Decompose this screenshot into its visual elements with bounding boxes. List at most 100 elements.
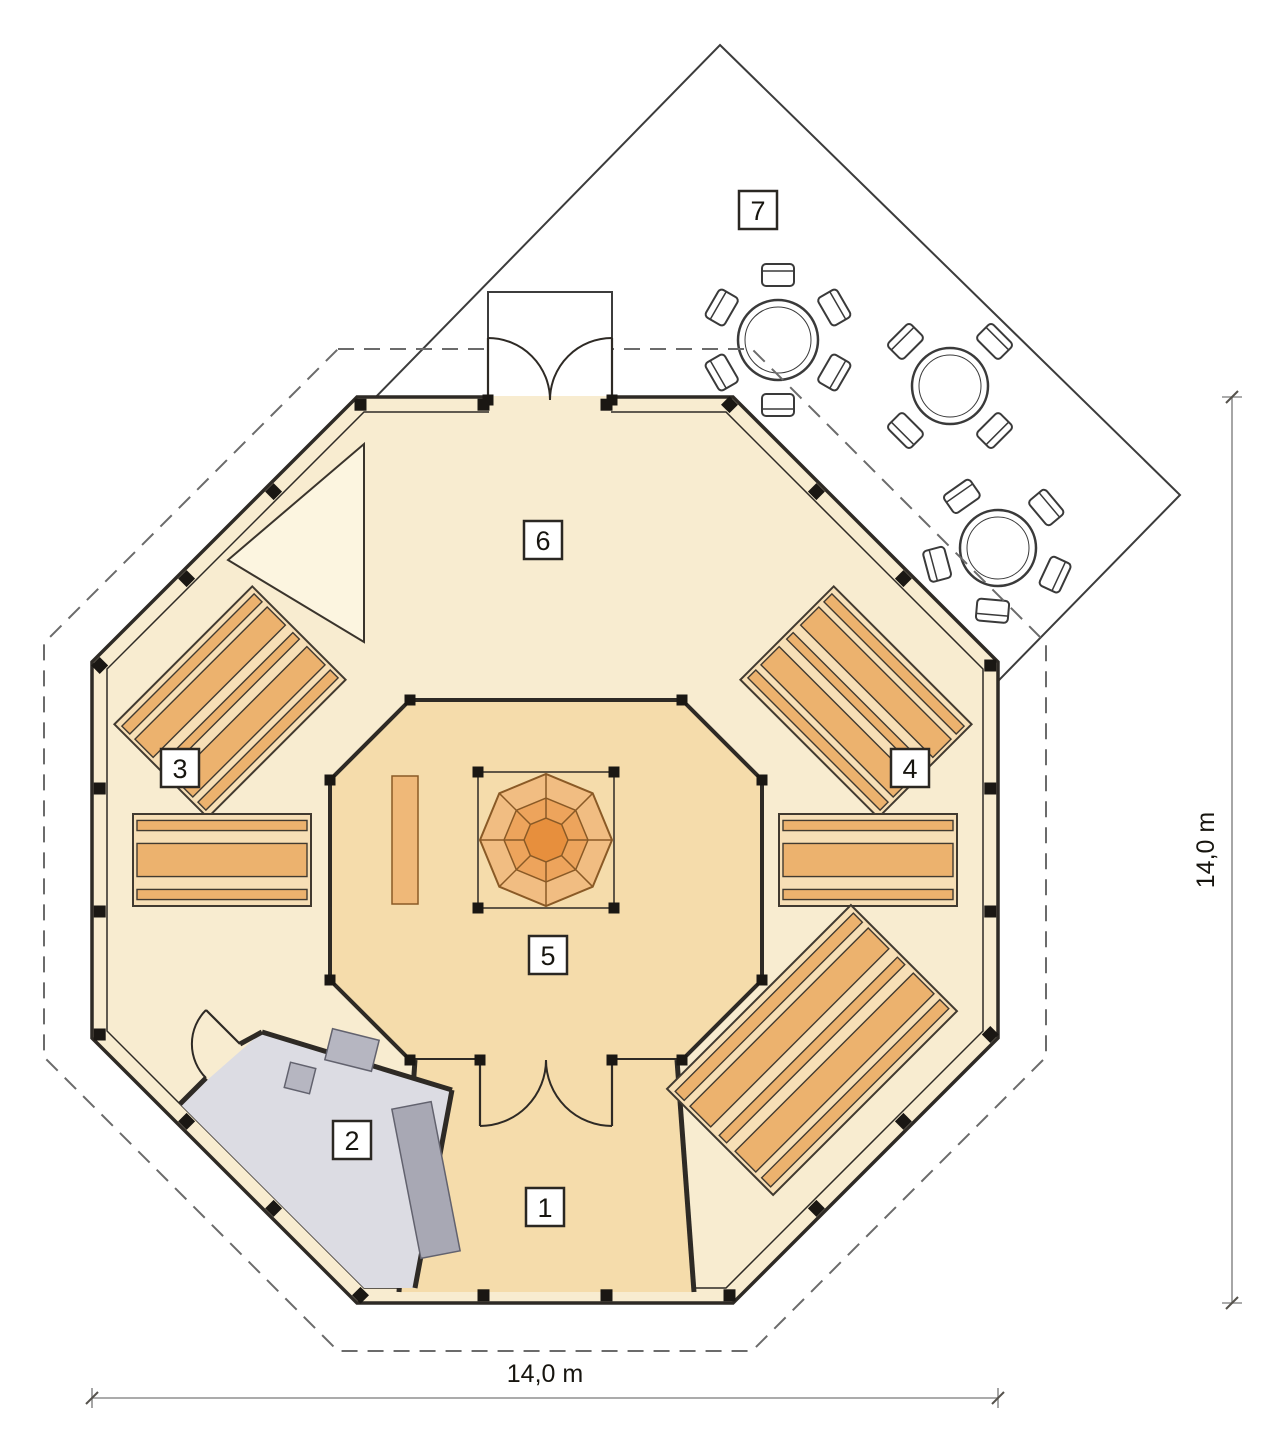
stove-radial-lines	[480, 774, 612, 906]
label-box-6	[522, 519, 564, 561]
wall-post	[984, 905, 997, 918]
technical-room-wall-left-b	[238, 1029, 264, 1047]
terrace-tables-group	[704, 263, 1072, 624]
chair-back-line	[1051, 561, 1067, 592]
chair-back-line	[709, 360, 727, 389]
interior-post	[482, 394, 494, 406]
stove-core-octagon	[523, 817, 569, 863]
vestibule-floor	[399, 1060, 694, 1292]
technical-room-box	[283, 1061, 317, 1095]
bench-set-room4-upper	[738, 584, 974, 820]
stove-side-bench	[391, 775, 419, 905]
terrace-chair	[1038, 555, 1072, 594]
room-label-7: 7	[737, 189, 779, 231]
bench-strip	[136, 888, 308, 901]
wall-post	[984, 782, 997, 795]
bench-set-room4-lower	[665, 903, 959, 1197]
terrace-chair	[887, 323, 924, 360]
dimension-bottom-text: 14,0 m	[507, 1360, 583, 1388]
chair-back-line	[890, 421, 915, 446]
bench-strip	[136, 842, 308, 878]
chair-seat	[943, 478, 981, 515]
dimension-right-tick-bottom	[1225, 1296, 1239, 1310]
interior-post	[404, 1054, 416, 1066]
dimension-bottom: 14,0 m	[85, 1360, 1005, 1408]
central-stove	[478, 772, 614, 908]
table-inner-ring	[966, 516, 1030, 580]
room-label-2: 2	[331, 1119, 373, 1161]
label-text-5: 5	[540, 941, 555, 971]
terrace-table	[704, 263, 852, 417]
technical-room-wall-left-a	[178, 1076, 208, 1106]
dimension-right-tick-top	[1225, 390, 1239, 404]
label-box-3	[159, 747, 201, 789]
interior-post	[606, 394, 618, 406]
terrace-chair	[974, 597, 1011, 624]
room-label-4: 4	[889, 747, 931, 789]
technical-room-floor	[180, 1032, 452, 1288]
bench-set-room3-lower	[132, 813, 312, 907]
table-top	[958, 508, 1038, 588]
chair-seat	[1028, 488, 1065, 527]
chair-seat	[704, 353, 739, 392]
label-text-1: 1	[537, 1193, 552, 1223]
chair-back-line	[985, 421, 1010, 446]
bench-strip	[136, 819, 308, 832]
dimension-bottom-tick-right	[991, 1391, 1005, 1405]
cabinet-rect	[323, 1027, 381, 1073]
bench-strip	[799, 605, 953, 759]
bench-strip	[760, 998, 950, 1188]
wall-post	[93, 782, 106, 795]
bench-strip	[689, 927, 890, 1128]
bench-strip	[718, 956, 906, 1144]
door-arc-left	[479, 1059, 547, 1127]
technical-room-door-arc	[190, 1009, 207, 1079]
wall-post	[477, 1289, 490, 1302]
chair-seat	[761, 393, 795, 417]
chair-back-line	[829, 291, 847, 320]
room-label-6: 6	[522, 519, 564, 561]
interior-post	[608, 766, 620, 778]
interior-post	[608, 902, 620, 914]
terrace-chair	[704, 353, 739, 392]
room-label-3: 3	[159, 747, 201, 789]
roof-eaves-dashed-outline	[43, 348, 1047, 1352]
chair-back-line	[709, 291, 727, 320]
chair-seat	[974, 597, 1011, 624]
bench-set-room4-middle	[778, 813, 958, 907]
label-box-5	[527, 934, 569, 976]
chair-seat	[887, 412, 924, 449]
label-text-4: 4	[902, 754, 917, 784]
bench-strip	[746, 668, 890, 812]
interior-post	[606, 1054, 618, 1066]
interior-post	[472, 766, 484, 778]
chair-seat	[887, 323, 924, 360]
interior-post	[324, 774, 336, 786]
bench-strip	[734, 972, 935, 1173]
terrace-chair	[817, 353, 852, 392]
label-box-7	[737, 189, 779, 231]
chair-seat	[976, 412, 1013, 449]
chair-seat	[817, 288, 852, 327]
bench-strip	[782, 842, 954, 878]
terrace-chair	[817, 288, 852, 327]
bench-strip	[120, 592, 264, 736]
interior-post	[404, 694, 416, 706]
terrace-chair	[976, 412, 1013, 449]
technical-room-cabinet	[323, 1027, 381, 1073]
chair-back-line	[976, 612, 1009, 617]
chair-back-line	[1038, 492, 1061, 518]
technical-room-door-leaf	[205, 1009, 241, 1045]
dimension-right-text: 14,0 m	[1192, 812, 1220, 888]
wall-post	[721, 396, 738, 414]
label-text-3: 3	[172, 754, 187, 784]
interior-post	[756, 774, 768, 786]
chair-back-line	[829, 360, 847, 389]
dimension-right: 14,0 m	[1192, 390, 1242, 1310]
hall-triangle-structure	[226, 441, 365, 644]
room-label-5: 5	[527, 934, 569, 976]
door-gap-top-inside	[489, 396, 611, 418]
bench-sets-group	[112, 584, 974, 1197]
